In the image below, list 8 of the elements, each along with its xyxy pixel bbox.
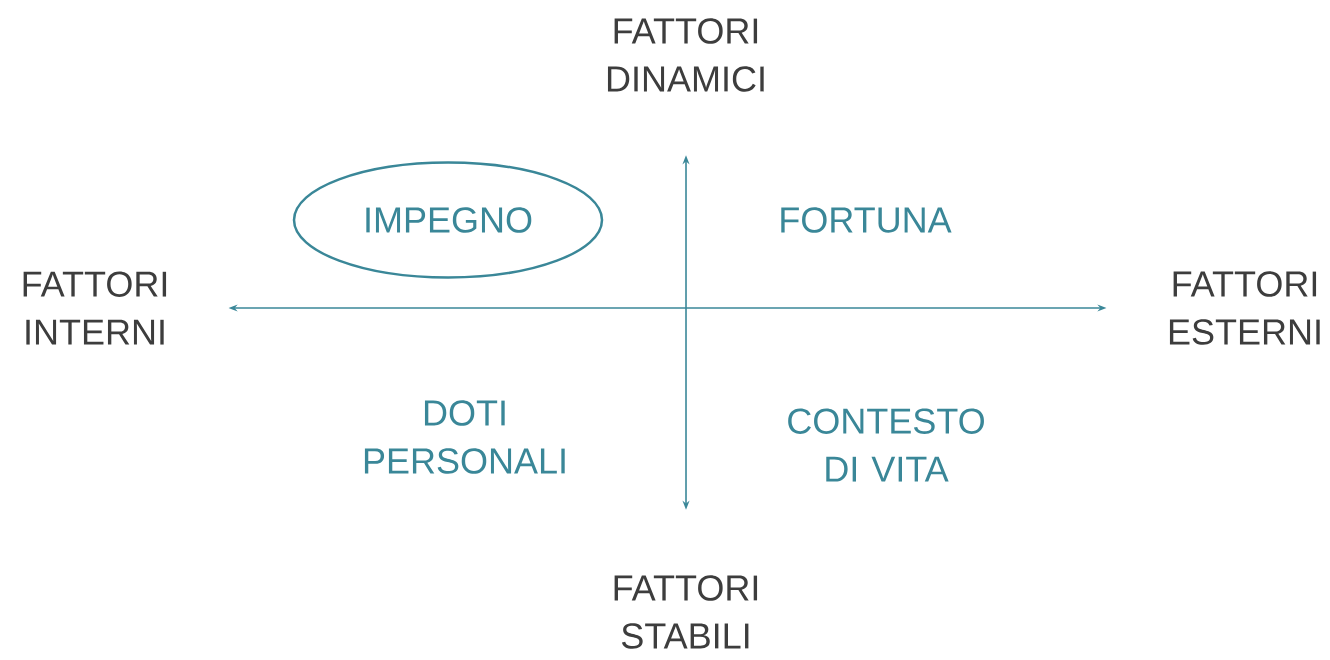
axis-label: FATTORI INTERNI: [23, 271, 167, 345]
quadrant-label: DOTI PERSONALI: [364, 400, 565, 474]
axis-label: FATTORI DINAMICI: [607, 18, 764, 92]
oval-label: IMPEGNO: [292, 161, 604, 279]
quadrant-label: CONTESTO DI VITA: [788, 408, 984, 482]
quadrant-label: FORTUNA: [781, 207, 952, 233]
axis-label: FATTORI STABILI: [614, 575, 758, 649]
axis-label: FATTORI ESTERNI: [1169, 271, 1320, 345]
